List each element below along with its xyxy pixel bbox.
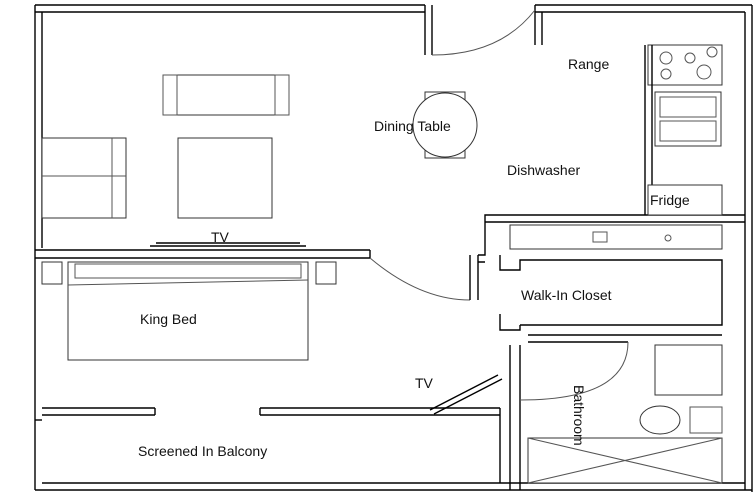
closet-bath-walls [499, 224, 723, 490]
kitchen [644, 44, 723, 216]
sofa [162, 74, 290, 116]
tv-bedroom-label: TV [415, 375, 434, 391]
range-cooktop [647, 44, 723, 86]
divider-wall [35, 214, 745, 301]
bathroom-label: Bathroom [571, 385, 587, 446]
dishwasher-label: Dishwasher [507, 162, 580, 178]
toilet [639, 405, 681, 435]
dining-table-label: Dining Table [374, 118, 451, 134]
balcony [35, 407, 501, 483]
tv-stand [150, 242, 306, 247]
dining-table [412, 91, 478, 159]
fridge [647, 184, 723, 216]
living-furniture [41, 74, 306, 247]
kitchen-sink [654, 91, 722, 147]
range-label: Range [568, 56, 609, 72]
coffee-table [177, 137, 273, 219]
bath-vanity [654, 344, 723, 396]
tv-living-label: TV [211, 229, 230, 245]
entry-door [431, 9, 536, 56]
loveseat [41, 137, 127, 219]
walk-in-closet-label: Walk-In Closet [521, 287, 612, 303]
screened-balcony-label: Screened In Balcony [138, 443, 267, 459]
fridge-label: Fridge [650, 192, 690, 208]
bedroom [41, 261, 503, 415]
king-bed-label: King Bed [140, 311, 197, 327]
